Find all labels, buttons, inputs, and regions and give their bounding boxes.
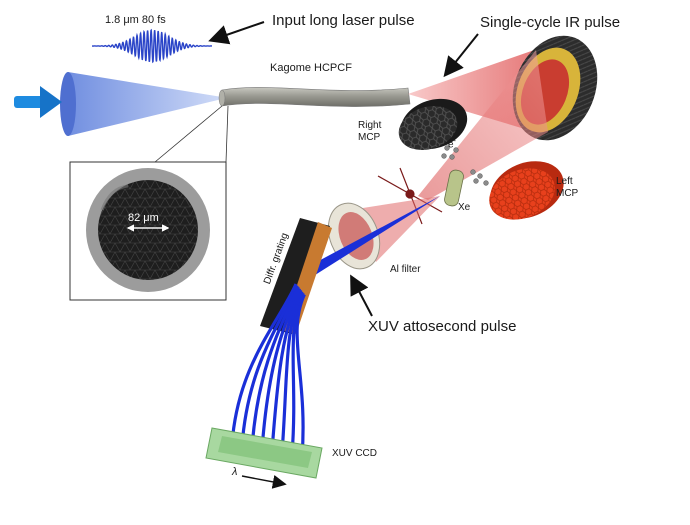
xuv-ray	[230, 283, 298, 445]
single-cycle-pointer	[443, 33, 479, 78]
lambda-label: λ	[232, 466, 238, 478]
input-beam	[61, 72, 222, 136]
xuv-pulse-label: XUV attosecond pulse	[368, 318, 517, 335]
xe-gas-cell	[444, 169, 464, 207]
xuv-beam-incoming	[298, 196, 440, 282]
al-filter-label: Al filter	[390, 264, 421, 275]
fiber-label: Kagome HCPCF	[270, 62, 352, 74]
right-mcp-label-line1: Right	[358, 120, 382, 131]
xe-label: Xe	[458, 202, 471, 213]
electron-symbol: e	[448, 139, 454, 151]
core-size-label: 82 μm	[128, 212, 159, 224]
input-beam-face	[60, 72, 76, 136]
fiber-cross-section-inset	[69, 105, 229, 301]
xuv-ray	[290, 292, 305, 455]
xuv-ray	[270, 289, 303, 452]
xuv-ray	[260, 287, 302, 450]
electron-label: e-	[448, 136, 456, 151]
xuv-diffracted-rays	[230, 283, 306, 457]
xuv-pulse-pointer	[350, 274, 373, 317]
input-pulse-pointer	[208, 21, 265, 45]
right-mcp-label: Right MCP	[358, 120, 381, 144]
left-mcp-label-line1: Left	[556, 176, 573, 187]
xuv-ray	[240, 284, 299, 446]
electron-dots	[441, 145, 489, 186]
single-cycle-label: Single-cycle IR pulse	[480, 14, 621, 31]
kagome-fiber	[218, 87, 411, 107]
xuv-ccd	[205, 427, 323, 479]
right-mcp	[398, 98, 468, 151]
input-pulse-waveform	[91, 28, 213, 64]
input-arrow-icon	[14, 86, 62, 118]
lambda-arrow	[241, 475, 287, 489]
electron-charge: -	[453, 138, 456, 145]
xuv-ray	[295, 293, 306, 457]
pointer-arrows	[208, 21, 479, 489]
input-pulse-label: Input long laser pulse	[272, 12, 415, 29]
xuv-ray	[280, 290, 304, 454]
left-mcp	[489, 161, 564, 220]
left-mcp-label-line2: MCP	[556, 188, 579, 199]
right-mcp-label-line2: MCP	[358, 132, 381, 143]
ccd-label: XUV CCD	[332, 448, 378, 459]
left-mcp-label: Left MCP	[556, 176, 578, 200]
input-pulse-spec: 1.8 μm 80 fs	[105, 14, 166, 26]
xuv-ray	[250, 286, 300, 448]
ir-beam-focused	[418, 50, 548, 200]
